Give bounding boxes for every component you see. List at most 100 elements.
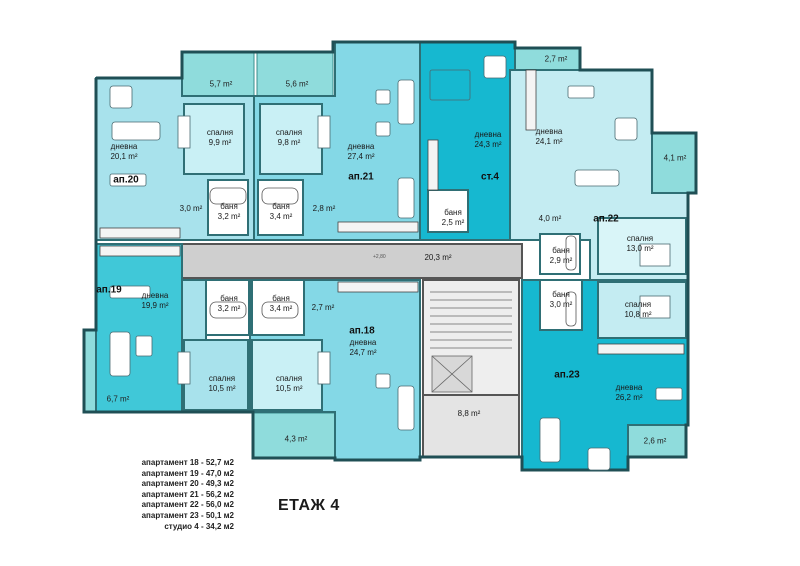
room-label-ap21-hall: 2,8 m² [313,204,336,214]
apartment-19-area [95,243,183,413]
room-name: баня [220,294,238,303]
room-name: дневна [349,338,377,347]
room-label-ap22-bath: баня 2,9 m² [550,246,573,266]
room-label-ap21-bedroom: спалня 9,8 m² [276,128,302,148]
bathtubs [209,187,577,327]
room-label-ap20-bedroom: спалня 9,9 m² [207,128,233,148]
room-area: 3,0 m² [179,204,203,213]
room-label-ap20-bath: баня 3,2 m² [218,202,241,222]
room-name: дневна [141,291,169,300]
legend-line: студио 4 - 34,2 м2 [164,521,234,531]
room-area: 4,0 m² [538,214,562,223]
room-area: 2,7 m² [311,303,335,312]
room-label-ap18-bedroom: спалня 10,5 m² [275,374,302,394]
balcony-north-mid [256,51,334,97]
room-label-ap19-bedroom: спалня 10,5 m² [208,374,235,394]
room-area: 2,5 m² [441,218,465,227]
apartment-21-bedroom [259,103,323,175]
legend-line: апартамент 20 - 49,3 м2 [141,479,234,489]
furniture [109,55,683,471]
balcony-label: 2,6 m² [643,436,667,446]
legend-line: апартамент 19 - 47,0 м2 [141,468,234,478]
room-area: 27,4 m² [347,152,375,161]
room-name: дневна [535,127,563,136]
balcony-label: 2,7 m² [544,54,568,64]
room-label-ap23-bath: баня 3,0 m² [550,290,573,310]
legend-line: апартамент 21 - 56,2 м2 [141,489,234,499]
outer-walls [82,40,698,472]
balcony-label: 4,3 m² [284,434,308,444]
apartment-label-22: ап.22 [593,213,619,225]
room-area: 24,7 m² [349,348,377,357]
kitchen-counters [99,69,685,355]
legend-line: апартамент 18 - 52,7 м2 [141,458,234,467]
room-name: спалня [275,128,303,137]
room-area: 3,0 m² [549,300,573,309]
room-label-ap23-living: дневна 26,2 m² [615,383,642,403]
room-label-ap18-living: дневна 24,7 m² [349,338,376,358]
apartment-18-bedroom [251,339,323,411]
room-name: дневна [474,130,502,139]
room-area: 10,5 m² [208,384,236,393]
balcony-label: 5,6 m² [285,79,309,89]
area-legend: апартамент 18 - 52,7 м2 апартамент 19 - … [128,458,234,532]
apartment-label-19: ап.19 [96,284,122,296]
apartment-label-st4: ст.4 [481,171,499,183]
room-label-stair-landing: 8,8 m² [458,409,481,419]
room-name: баня [272,294,290,303]
room-area: 19,9 m² [141,301,169,310]
stair-landing [422,394,520,458]
room-area: 10,5 m² [275,384,303,393]
common-corridor [181,243,523,279]
room-label-ap22-hall: 4,0 m² [539,214,562,224]
studio-4-bath [427,189,469,233]
room-label-corridor: 20,3 m² [424,253,451,263]
room-name: дневна [347,142,375,151]
room-area: 3,4 m² [269,212,293,221]
room-area: 3,4 m² [269,304,293,313]
room-area: 8,8 m² [457,409,481,418]
room-label-ap21-living: дневна 27,4 m² [347,142,374,162]
room-area: 3,2 m² [217,212,241,221]
room-label-ap19-bath: баня 3,2 m² [218,294,241,314]
room-label-studio4-bath: баня 2,5 m² [442,208,465,228]
room-name: спалня [208,374,236,383]
balcony-label: 6,7 m² [106,394,130,404]
legend-line: апартамент 23 - 50,1 м2 [141,510,234,520]
beds [177,115,671,385]
room-label-ap18-hall: 2,7 m² [312,303,335,313]
level-mark: +2,80 [373,254,386,260]
apartment-label-23: ап.23 [554,369,580,381]
room-label-ap20-hall: 3,0 m² [180,204,203,214]
room-name: баня [444,208,462,217]
room-area: 2,8 m² [312,204,336,213]
room-label-ap20-living: дневна 20,1 m² [110,142,137,162]
apartment-label-21: ап.21 [348,171,374,183]
balcony-north-left [181,51,255,97]
room-area: 24,3 m² [474,140,502,149]
room-name: спалня [626,234,654,243]
room-label-ap18-bath: баня 3,4 m² [270,294,293,314]
room-area: 24,1 m² [535,137,563,146]
room-area: 13,0 m² [626,244,654,253]
room-area: 26,2 m² [615,393,643,402]
apartment-label-18: ап.18 [349,325,375,337]
room-area: 20,3 m² [424,253,452,262]
room-name: баня [552,290,570,299]
room-area: 9,9 m² [208,138,232,147]
room-label-ap19-living: дневна 19,9 m² [141,291,168,311]
room-name: дневна [615,383,643,392]
legend-line: апартамент 22 - 56,0 м2 [141,500,234,510]
apartment-19-hall [181,279,207,341]
room-label-ap22-living: дневна 24,1 m² [535,127,562,147]
room-name: баня [272,202,290,211]
room-name: спалня [206,128,234,137]
room-label-studio4-living: дневна 24,3 m² [474,130,501,150]
room-area: 10,8 m² [624,310,652,319]
stair-steps [430,291,512,393]
room-label-ap22-bedroom: спалня 13,0 m² [626,234,653,254]
room-area: 2,9 m² [549,256,573,265]
balcony-label: 4,1 m² [663,153,687,163]
room-name: спалня [624,300,652,309]
